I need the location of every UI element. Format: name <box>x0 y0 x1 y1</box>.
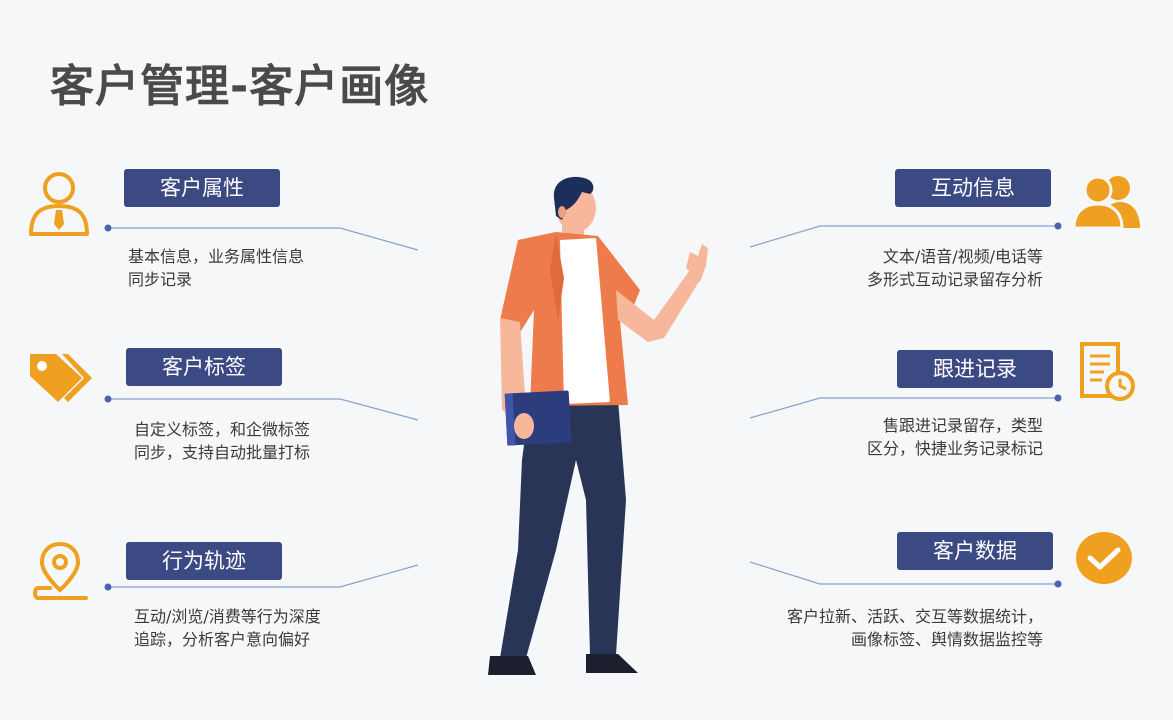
desc-line: 互动/浏览/消费等行为深度 <box>134 607 321 626</box>
tag-icon <box>26 348 92 412</box>
record-clock-icon <box>1078 340 1138 410</box>
desc-line: 同步记录 <box>128 270 193 289</box>
desc-follow-up-records: 售跟进记录留存，类型 区分，快捷业务记录标记 <box>867 414 1043 460</box>
users-icon <box>1072 172 1142 234</box>
desc-line: 售跟进记录留存，类型 <box>882 416 1043 435</box>
desc-line: 客户拉新、活跃、交互等数据统计， <box>786 607 1043 626</box>
desc-line: 基本信息，业务属性信息 <box>128 247 305 266</box>
label-interaction-info: 互动信息 <box>895 169 1051 207</box>
desc-line: 同步，支持自动批量打标 <box>134 443 311 462</box>
desc-interaction-info: 文本/语音/视频/电话等 多形式互动记录留存分析 <box>867 245 1043 291</box>
label-customer-attributes: 客户属性 <box>124 169 280 207</box>
page-title: 客户管理-客户画像 <box>50 61 430 112</box>
desc-line: 多形式互动记录留存分析 <box>866 270 1043 289</box>
desc-line: 自定义标签，和企微标签 <box>134 420 311 439</box>
desc-customer-tags: 自定义标签，和企微标签 同步，支持自动批量打标 <box>134 418 310 464</box>
desc-line: 区分，快捷业务记录标记 <box>866 439 1043 458</box>
desc-line: 追踪，分析客户意向偏好 <box>134 630 311 649</box>
location-pin-icon <box>30 540 90 610</box>
desc-line: 文本/语音/视频/电话等 <box>882 247 1043 266</box>
desc-customer-data: 客户拉新、活跃、交互等数据统计， 画像标签、舆情数据监控等 <box>787 605 1043 651</box>
desc-customer-attributes: 基本信息，业务属性信息 同步记录 <box>128 245 304 291</box>
check-circle-icon <box>1074 530 1134 590</box>
user-icon <box>26 168 92 242</box>
label-follow-up-records: 跟进记录 <box>897 350 1053 388</box>
person-illustration <box>488 176 708 675</box>
label-customer-tags: 客户标签 <box>126 348 282 386</box>
desc-behavior-track: 互动/浏览/消费等行为深度 追踪，分析客户意向偏好 <box>134 605 321 651</box>
desc-line: 画像标签、舆情数据监控等 <box>850 630 1043 649</box>
label-behavior-track: 行为轨迹 <box>126 542 282 580</box>
label-customer-data: 客户数据 <box>897 532 1053 570</box>
